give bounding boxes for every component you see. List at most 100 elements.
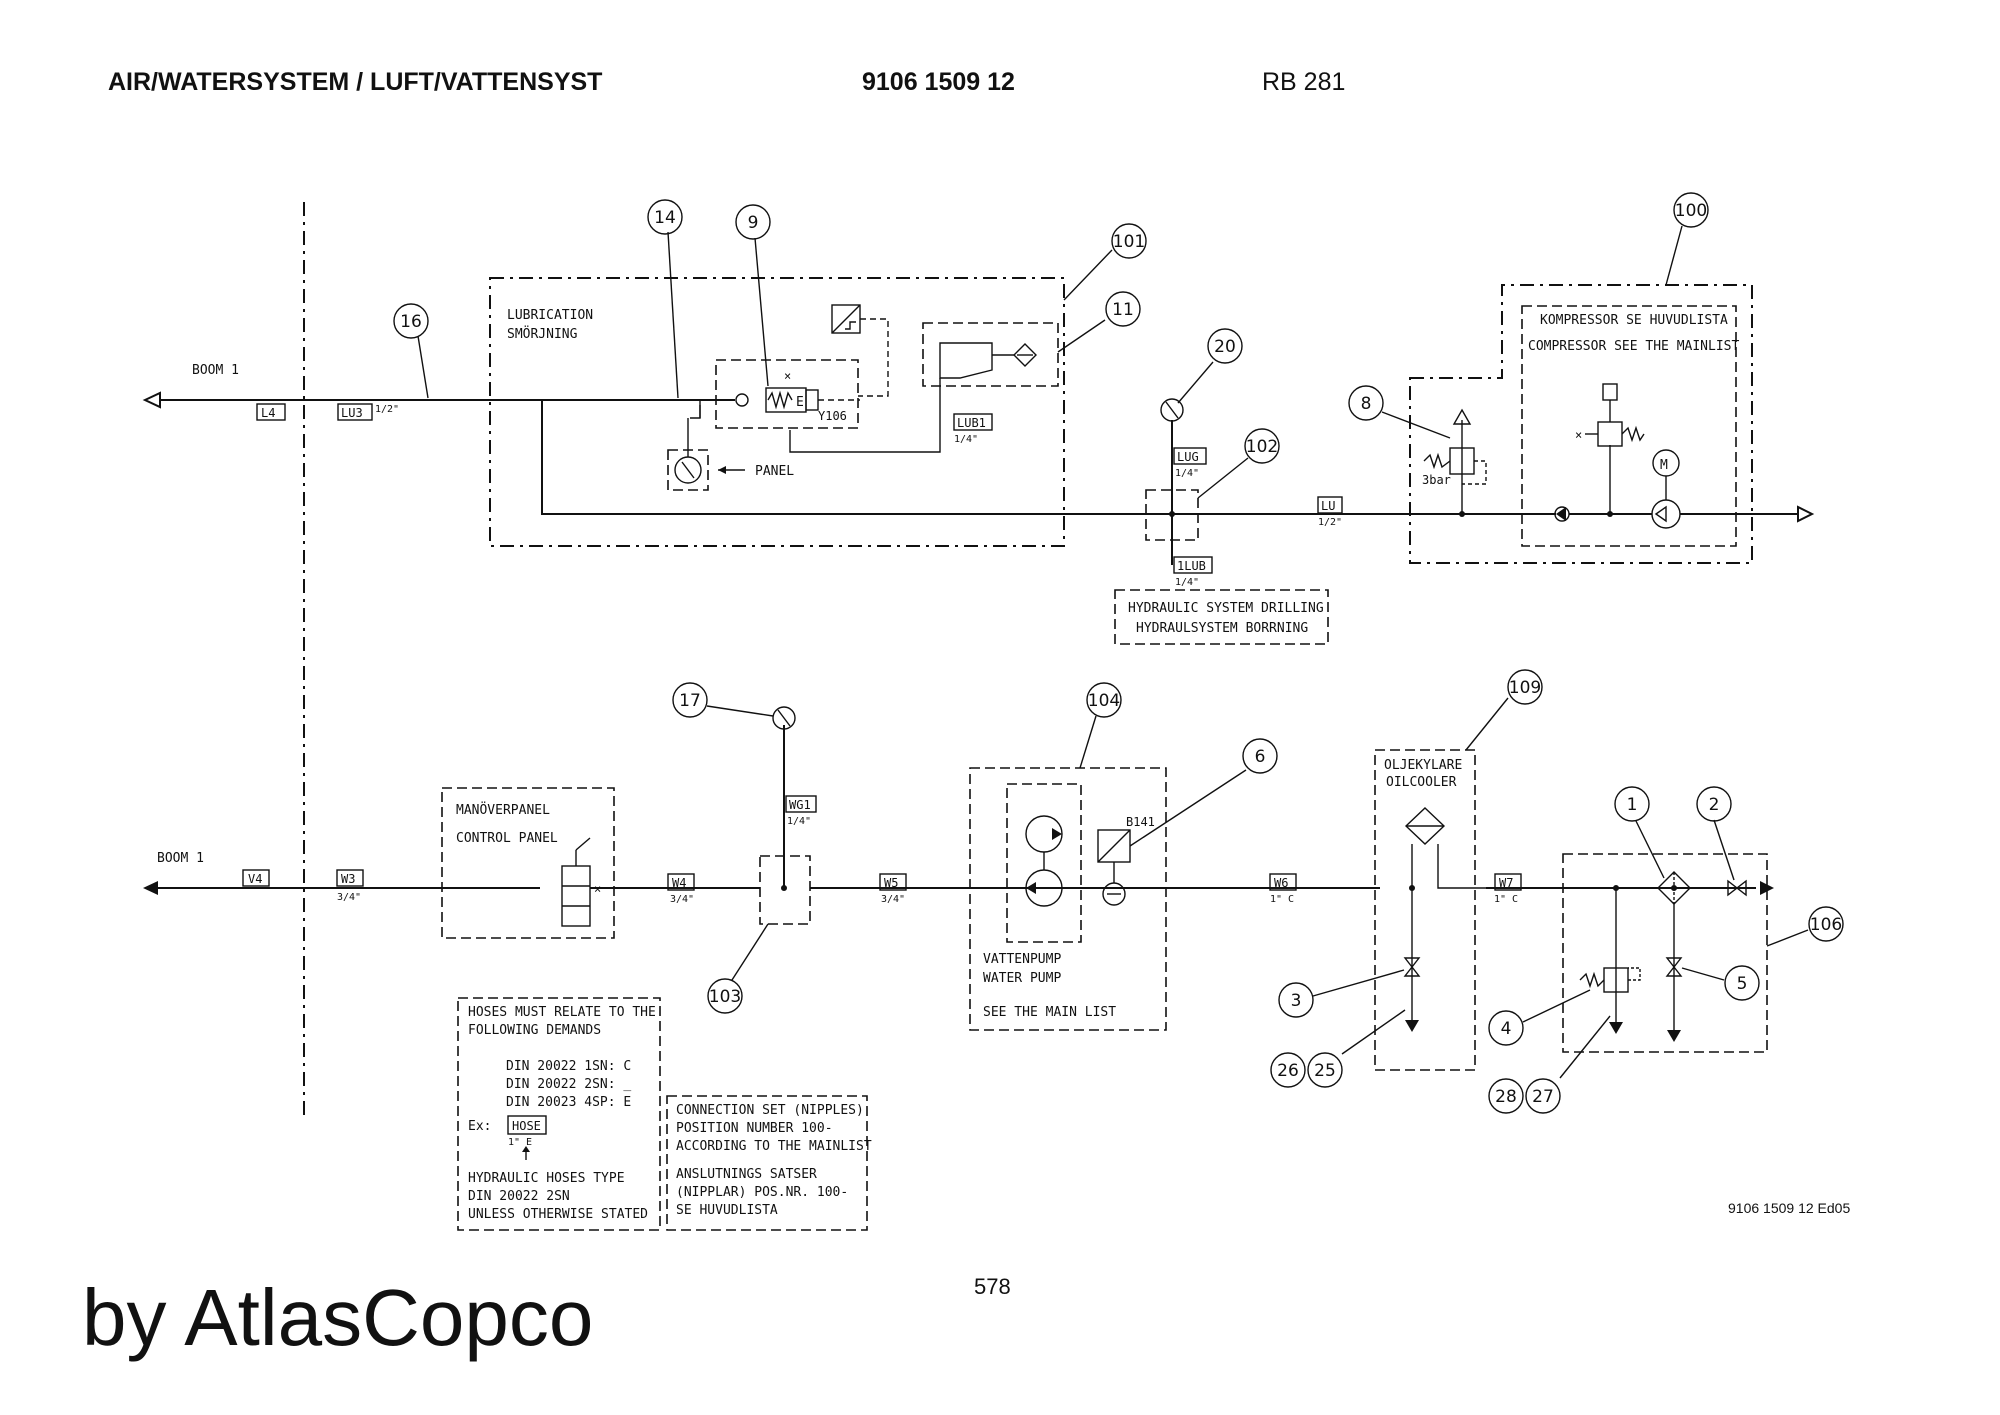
junction-103-dot	[781, 885, 787, 891]
hose-note-4: DIN 20022 2SN: _	[506, 1077, 631, 1092]
connection-note-4: ANSLUTNINGS SATSER	[676, 1167, 817, 1182]
water-circuit: BOOM 1 V4 W3 3/4" MANÖVERPANEL CONTROL P…	[143, 706, 1774, 1071]
tag-v4-box	[242, 869, 270, 887]
oilcooler-icon	[1404, 807, 1446, 845]
bubble-103	[707, 978, 743, 1014]
signal-line	[858, 318, 889, 397]
leader-11	[1057, 319, 1106, 353]
oilcooler-box	[1374, 749, 1476, 1071]
bubble-20	[1207, 328, 1243, 364]
lubrication-label-en: LUBRICATION	[507, 308, 593, 323]
boom-label-top: BOOM 1	[192, 363, 239, 378]
lubrication-box	[489, 277, 1065, 547]
leader-102	[1197, 457, 1249, 499]
bubble-102-label: 102	[1246, 437, 1278, 457]
oilcooler-en: OILCOOLER	[1386, 775, 1457, 790]
leader-2	[1713, 819, 1735, 881]
boom-label-bottom: BOOM 1	[157, 851, 204, 866]
hydraulic-box-en: HYDRAULIC SYSTEM DRILLING	[1128, 601, 1324, 616]
tag-lu3-box	[337, 403, 373, 421]
example-arrow	[522, 1146, 530, 1152]
bubble-28	[1488, 1078, 1524, 1114]
valve-code: Y106	[818, 409, 847, 423]
tag-w7-size: 1" C	[1494, 894, 1518, 905]
leader-8	[1381, 411, 1451, 439]
example-hose: HOSE	[512, 1119, 541, 1133]
tag-w5-size: 3/4"	[881, 894, 905, 905]
drain-5-arrow	[1667, 1030, 1681, 1042]
bubble-106	[1808, 906, 1844, 942]
spring-icon	[767, 390, 793, 410]
hydraulic-note-1: HYDRAULIC HOSES TYPE	[468, 1171, 625, 1186]
bubble-26	[1270, 1052, 1306, 1088]
bubble-6-label: 6	[1255, 747, 1266, 767]
tag-lug-size: 1/4"	[1175, 468, 1199, 479]
tag-lub1-box	[953, 413, 993, 431]
bubble-100-label: 100	[1675, 201, 1707, 221]
leader-104	[1079, 715, 1097, 769]
bubble-27	[1525, 1078, 1561, 1114]
bubble-2	[1696, 786, 1732, 822]
gauge-needle	[681, 461, 695, 479]
drain-4-arrow	[1609, 1022, 1623, 1034]
tag-w5-box	[879, 873, 907, 891]
safety-x: ×	[1575, 428, 1582, 442]
hose-note-2: FOLLOWING DEMANDS	[468, 1023, 601, 1038]
bubble-17-label: 17	[679, 691, 701, 711]
notes: HOSES MUST RELATE TO THE FOLLOWING DEMAN…	[457, 997, 872, 1231]
leader-6	[1129, 769, 1247, 847]
compressor-label-sv: KOMPRESSOR SE HUVUDLISTA	[1540, 313, 1728, 328]
valve-cross-mark: ×	[784, 369, 791, 383]
tag-wg1-size: 1/4"	[787, 816, 811, 827]
compressor-box	[1409, 284, 1753, 564]
water-inlet-arrow	[1760, 881, 1774, 895]
drawing-number: 9106 1509 12 Ed05	[1728, 1200, 1851, 1216]
tag-w3-size: 3/4"	[337, 892, 361, 903]
air-lubrication-circuit: BOOM 1 L4 LU3 1/2" LUBRICATION SMÖRJNING…	[142, 277, 1815, 645]
bubble-11-label: 11	[1112, 300, 1134, 320]
tag-lub1: LUB1	[957, 416, 986, 430]
leader-100	[1665, 225, 1683, 286]
motor-label: M	[1660, 458, 1668, 473]
control-valve-icon	[561, 865, 591, 927]
tag-w3-box	[336, 869, 364, 887]
bubble-9	[735, 204, 771, 240]
control-panel-box	[441, 787, 615, 939]
check-arrow	[1556, 507, 1566, 521]
boom-arrow-bottom	[143, 881, 158, 895]
panel-label: PANEL	[755, 464, 794, 479]
tag-l4-box	[256, 403, 286, 421]
lubricator-box	[922, 322, 1059, 387]
compressor-label-en: COMPRESSOR SEE THE MAINLIST	[1528, 339, 1739, 354]
relief-exhaust	[1452, 408, 1472, 425]
junction-dot	[1169, 511, 1175, 517]
relief-4-pilot	[1628, 967, 1641, 981]
bubble-9-label: 9	[748, 213, 759, 233]
drain-valve-5	[1665, 957, 1683, 977]
pump-label-sv: VATTENPUMP	[983, 952, 1061, 967]
bubble-106-label: 106	[1810, 915, 1842, 935]
example-code: 1" E	[508, 1137, 532, 1148]
gauge-20-icon	[1160, 398, 1184, 422]
hose-notes-box	[457, 997, 661, 1231]
bubble-109-label: 109	[1509, 678, 1541, 698]
leader-103	[731, 923, 769, 981]
valve-e-mark: E	[796, 395, 804, 410]
connection-note-3: ACCORDING TO THE MAINLIST	[676, 1139, 872, 1154]
bubble-16-label: 16	[400, 312, 422, 332]
control-panel-en: CONTROL PANEL	[456, 831, 558, 846]
hose-note-5: DIN 20023 4SP: E	[506, 1095, 631, 1110]
tag-w7: W7	[1499, 876, 1513, 890]
tag-lu: LU	[1321, 499, 1335, 513]
tag-w6-box	[1269, 873, 1297, 891]
safety-spring	[1621, 425, 1645, 443]
hydraulic-system-box	[1114, 589, 1329, 645]
relief-dot	[1459, 511, 1465, 517]
air-main-line	[541, 400, 1404, 515]
brand-credit: by AtlasCopco	[82, 1273, 594, 1362]
bubble-6	[1242, 738, 1278, 774]
page-number: 578	[974, 1274, 1011, 1299]
boom-arrow-top	[142, 391, 161, 409]
bubble-2-label: 2	[1709, 795, 1720, 815]
